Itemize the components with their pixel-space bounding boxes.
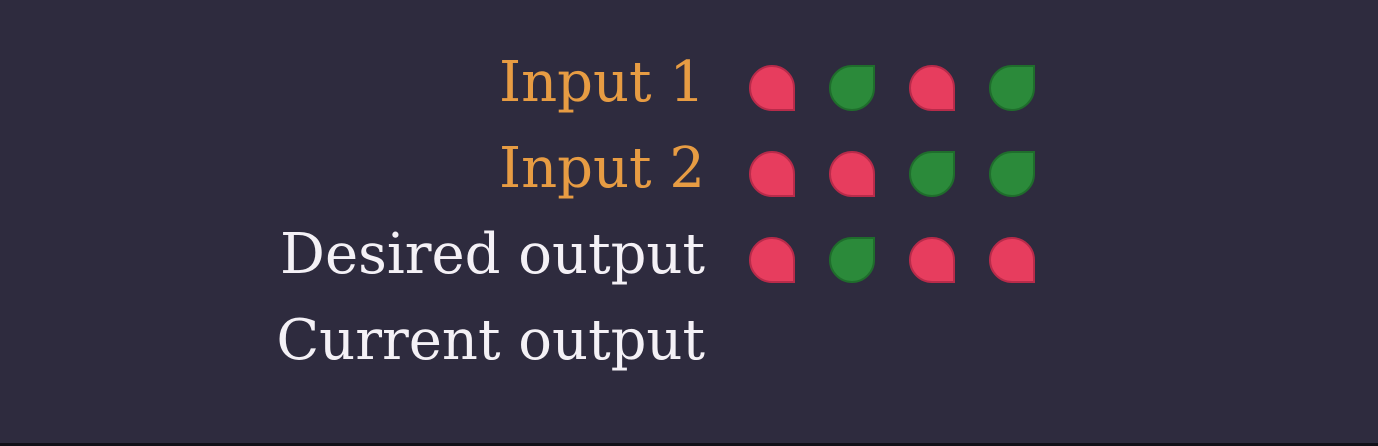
state-on-droplet-icon: [989, 151, 1035, 197]
row-label: Input 1: [498, 50, 705, 115]
state-on-droplet-icon: [829, 237, 875, 283]
row-cells: [749, 40, 1069, 126]
row-input-2: Input 2: [0, 126, 1378, 212]
row-input-1: Input 1: [0, 40, 1378, 126]
state-off-droplet-icon: [829, 151, 875, 197]
row-label: Desired output: [280, 222, 705, 287]
state-off-droplet-icon: [909, 65, 955, 111]
state-on-droplet-icon: [909, 151, 955, 197]
state-on-droplet-icon: [829, 65, 875, 111]
truth-table: Input 1 Input 2 Desired output Current o…: [0, 40, 1378, 384]
state-on-droplet-icon: [989, 65, 1035, 111]
bottom-divider: [0, 443, 1378, 446]
row-label: Current output: [276, 308, 705, 373]
state-off-droplet-icon: [909, 237, 955, 283]
row-desired-output: Desired output: [0, 212, 1378, 298]
state-off-droplet-icon: [749, 65, 795, 111]
row-current-output: Current output: [0, 298, 1378, 384]
state-off-droplet-icon: [749, 151, 795, 197]
row-label: Input 2: [498, 136, 705, 201]
state-off-droplet-icon: [749, 237, 795, 283]
row-cells: [749, 126, 1069, 212]
row-cells: [749, 212, 1069, 298]
state-off-droplet-icon: [989, 237, 1035, 283]
